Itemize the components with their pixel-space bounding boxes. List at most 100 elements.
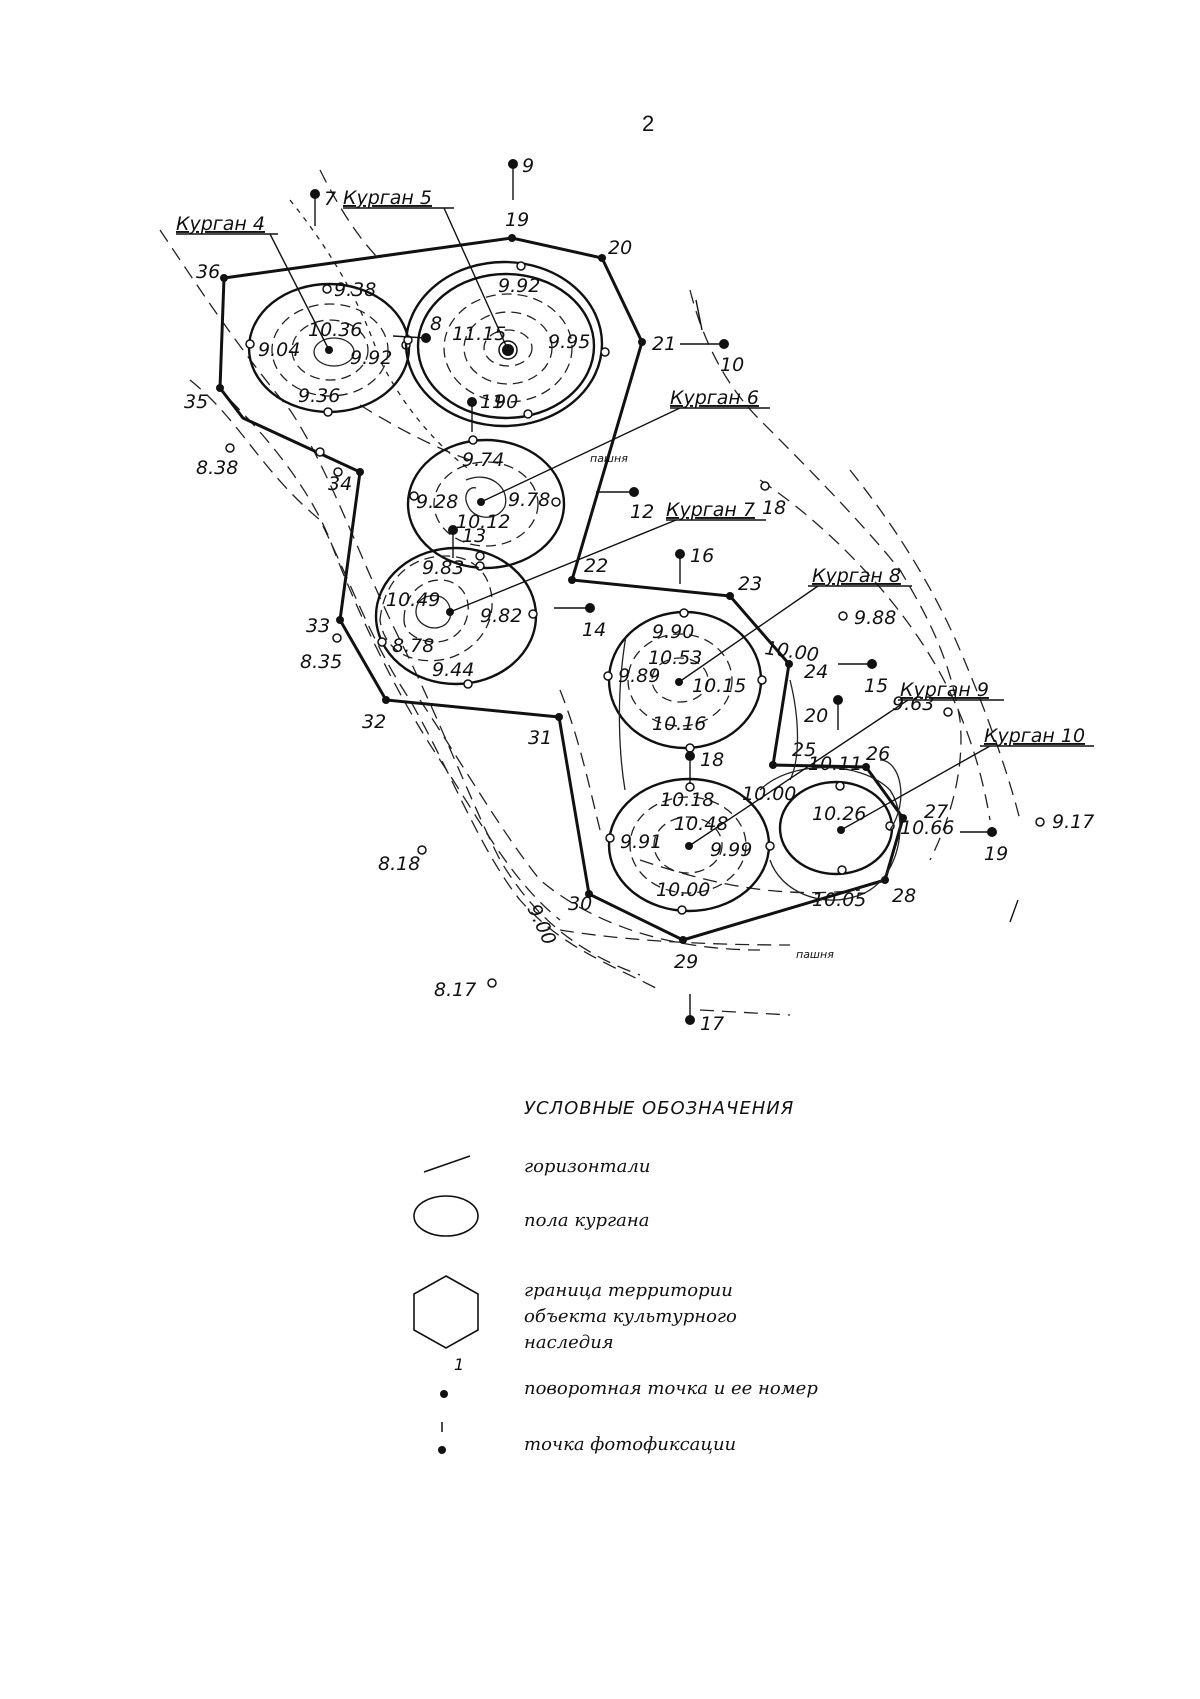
photo-label-14: 14 bbox=[582, 619, 606, 641]
elev-label: 10.05 bbox=[812, 889, 866, 911]
point-label-23: 23 bbox=[738, 573, 762, 595]
photo-label-18: 18 bbox=[700, 749, 724, 771]
contour-line-icon bbox=[423, 1155, 471, 1173]
elev-label: 8.17 bbox=[434, 979, 476, 1001]
point-label-32: 32 bbox=[362, 711, 386, 733]
mound-8: 9.90 10.53 9.89 10.15 10.16 10.00 bbox=[603, 608, 820, 753]
point-label-26: 26 bbox=[866, 743, 890, 765]
point-label-34: 34 bbox=[328, 473, 352, 495]
mound-4: 9.38 10.36 9.04 9.92 9.36 bbox=[245, 279, 411, 417]
elev-label: 10.36 bbox=[308, 319, 362, 341]
field-label-arable: пашня bbox=[796, 948, 834, 961]
elev-label: 9.89 bbox=[618, 665, 660, 687]
elev-label: 10.26 bbox=[812, 803, 866, 825]
legend-label-boundary-3: наследия bbox=[524, 1332, 614, 1353]
elev-label: 8.35 bbox=[300, 651, 342, 673]
elev-label: 10.16 bbox=[652, 713, 706, 735]
point-label-28: 28 bbox=[892, 885, 916, 907]
turning-point-icon: 1 bbox=[440, 1355, 464, 1398]
kurgan-9-label: Курган 9 bbox=[900, 679, 989, 701]
point-label-29: 29 bbox=[674, 951, 698, 973]
elev-label: 9.78 bbox=[508, 489, 550, 511]
photo-label-17: 17 bbox=[700, 1013, 724, 1035]
point-label-31: 31 bbox=[528, 727, 552, 749]
page-number: 2 bbox=[642, 111, 654, 136]
legend-label-boundary-1: граница территории bbox=[524, 1280, 733, 1301]
mound-10: 10.26 10.11 10.66 10.05 bbox=[759, 753, 954, 911]
point-label-36: 36 bbox=[196, 261, 220, 283]
photo-label-16: 16 bbox=[690, 545, 714, 567]
legend: УСЛОВНЫЕ ОБОЗНАЧЕНИЯ горизонтали пола ку… bbox=[413, 1098, 818, 1455]
elev-label: 10.11 bbox=[808, 753, 862, 775]
kurgan-4-label: Курган 4 bbox=[176, 213, 265, 235]
photo-label-9: 9 bbox=[522, 155, 534, 177]
elev-label: 10.49 bbox=[386, 589, 440, 611]
kurgan-8-label: Курган 8 bbox=[812, 565, 901, 587]
kurgan-labels: Курган 4 Курган 5 Курган 6 Курган 7 Кург… bbox=[176, 187, 1094, 847]
photo-label-15: 15 bbox=[864, 675, 888, 697]
elev-label: 9.36 bbox=[298, 385, 340, 407]
elev-label: 9.38 bbox=[334, 279, 376, 301]
elev-label: 8.18 bbox=[378, 853, 420, 875]
elev-label: 9.99 bbox=[710, 839, 752, 861]
point-label-19: 19 bbox=[505, 209, 529, 231]
elev-label: 10.00 bbox=[763, 637, 820, 666]
kurgan-10-label: Курган 10 bbox=[984, 725, 1085, 747]
point-label-35: 35 bbox=[184, 391, 208, 413]
point-label-30: 30 bbox=[568, 893, 592, 915]
elev-label: 9.92 bbox=[498, 275, 540, 297]
elev-label: 10.12 bbox=[456, 511, 510, 533]
photo-label-7: 7 bbox=[324, 188, 336, 210]
boundary-hexagon-icon bbox=[413, 1275, 479, 1349]
elev-label: 10.66 bbox=[900, 817, 954, 839]
elev-label: 9.91 bbox=[620, 831, 662, 853]
point-label-22: 22 bbox=[584, 555, 608, 577]
legend-label-boundary-2: объекта культурного bbox=[524, 1306, 737, 1327]
elev-label: 9.28 bbox=[416, 491, 458, 513]
elev-label: 9.04 bbox=[258, 339, 300, 361]
mound-6: 9.74 9.28 9.78 10.12 bbox=[406, 435, 566, 571]
elev-label: 9.88 bbox=[854, 607, 896, 629]
legend-label-mound: пола кургана bbox=[524, 1210, 649, 1231]
photo-label-11: 11 bbox=[480, 391, 504, 413]
spot-heights: 8.38 8.35 8.18 8.17 9.88 9.63 9.17 9.00 bbox=[196, 443, 1094, 1001]
elev-label: 8.78 bbox=[392, 635, 434, 657]
elev-label: 10.18 bbox=[660, 789, 714, 811]
boundary-point-labels: 19 20 21 22 23 24 25 26 27 28 29 30 31 3… bbox=[184, 209, 948, 973]
photo-label-18-top: 18 bbox=[762, 497, 786, 519]
elev-label: 11.15 bbox=[452, 323, 506, 345]
photo-label-8: 8 bbox=[430, 313, 442, 335]
elev-label: 9.83 bbox=[422, 557, 464, 579]
elev-label: 9.74 bbox=[462, 449, 504, 471]
legend-label-photo-point: точка фотофиксации bbox=[524, 1434, 736, 1455]
legend-title: УСЛОВНЫЕ ОБОЗНАЧЕНИЯ bbox=[524, 1098, 794, 1119]
elev-label: 10.15 bbox=[692, 675, 746, 697]
elev-label: 9.95 bbox=[548, 331, 590, 353]
field-label-arable: пашня bbox=[590, 452, 628, 465]
boundary-vertices bbox=[216, 234, 907, 944]
kurgan-5-label: Курган 5 bbox=[343, 187, 432, 209]
elev-label: 9.92 bbox=[350, 347, 392, 369]
kurgan-6-label: Курган 6 bbox=[670, 387, 759, 409]
point-label-20: 20 bbox=[608, 237, 632, 259]
elev-label: 9.17 bbox=[1052, 811, 1094, 833]
mound-9: 10.18 10.48 9.91 9.99 10.00 10.00 bbox=[605, 777, 796, 915]
point-label-33: 33 bbox=[306, 615, 330, 637]
elev-label: 9.63 bbox=[892, 693, 934, 715]
photo-label-19: 19 bbox=[984, 843, 1008, 865]
photo-point-icon bbox=[438, 1422, 446, 1454]
legend-sample-number: 1 bbox=[454, 1355, 464, 1374]
elev-label: 9.82 bbox=[480, 605, 522, 627]
elev-label: 10.00 bbox=[656, 879, 710, 901]
elev-label: 10.00 bbox=[742, 783, 796, 805]
elev-label: 9.00 bbox=[522, 901, 560, 949]
point-label-24: 24 bbox=[804, 661, 828, 683]
legend-label-turning-point: поворотная точка и ее номер bbox=[524, 1378, 818, 1399]
contour-lines bbox=[159, 169, 1021, 1016]
photo-label-12: 12 bbox=[630, 501, 654, 523]
photo-label-20: 20 bbox=[804, 705, 828, 727]
point-label-21: 21 bbox=[652, 333, 676, 355]
elev-label: 9.44 bbox=[432, 659, 474, 681]
photo-label-13: 13 bbox=[462, 525, 486, 547]
